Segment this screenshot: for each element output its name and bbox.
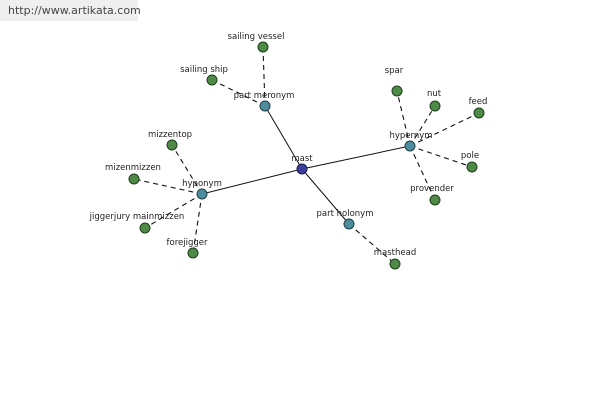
label-feed: feed	[469, 97, 488, 107]
leaf-nodes	[128, 41, 485, 270]
edge-hyponym-jiggerjury-mainmizzen	[144, 193, 203, 229]
label-nut: nut	[427, 89, 442, 99]
node-mast[interactable]	[296, 163, 308, 175]
label-mizzentop: mizzentop	[148, 130, 192, 140]
node-pole[interactable]	[466, 161, 478, 173]
node-hyponym[interactable]	[196, 188, 208, 200]
label-sailing-ship: sailing ship	[180, 65, 228, 75]
label-forejigger: forejigger	[167, 238, 208, 248]
dashed-edges	[133, 46, 480, 265]
edge-hypernym-spar	[396, 90, 411, 147]
node-part-meronym[interactable]	[259, 100, 271, 112]
label-sailing-vessel: sailing vessel	[228, 32, 285, 42]
label-provender: provender	[410, 184, 454, 194]
edge-mast-part-meronym	[264, 105, 303, 170]
label-masthead: masthead	[374, 248, 416, 258]
edge-part-meronym-sailing-vessel	[262, 46, 266, 107]
label-hypernym: hypernym	[389, 131, 432, 141]
node-feed[interactable]	[473, 107, 485, 119]
edge-hyponym-mizzentop	[171, 144, 203, 195]
node-part-holonym[interactable]	[343, 218, 355, 230]
node-sailing-vessel[interactable]	[257, 41, 269, 53]
label-part-meronym: part meronym	[234, 91, 295, 101]
node-nut[interactable]	[429, 100, 441, 112]
label-part-holonym: part holonym	[317, 209, 374, 219]
label-hyponym: hyponym	[182, 179, 222, 189]
edge-part-meronym-sailing-ship	[211, 79, 266, 107]
edge-hyponym-mizenmizzen	[133, 178, 203, 195]
edge-hypernym-feed	[409, 112, 480, 147]
node-provender[interactable]	[429, 194, 441, 206]
label-mizenmizzen: mizenmizzen	[105, 163, 161, 173]
edge-hypernym-pole	[409, 145, 473, 168]
node-mizzentop[interactable]	[166, 139, 178, 151]
node-sailing-ship[interactable]	[206, 74, 218, 86]
url-watermark: http://www.artikata.com	[0, 0, 141, 21]
node-spar[interactable]	[391, 85, 403, 97]
edge-hypernym-nut	[409, 105, 436, 147]
node-forejigger[interactable]	[187, 247, 199, 259]
relation-nodes	[196, 100, 416, 230]
node-labels: mast part meronym hypernym hyponym part …	[89, 32, 488, 258]
edge-hyponym-forejigger	[192, 193, 203, 254]
label-pole: pole	[461, 151, 479, 161]
solid-edges	[201, 105, 411, 225]
label-spar: spar	[385, 66, 404, 76]
label-mast: mast	[291, 154, 313, 164]
node-masthead[interactable]	[389, 258, 401, 270]
node-hypernym[interactable]	[404, 140, 416, 152]
node-mizenmizzen[interactable]	[128, 173, 140, 185]
edge-mast-hypernym	[301, 145, 411, 170]
label-jiggerjury-mainmizzen: jiggerjury mainmizzen	[89, 212, 185, 222]
edge-part-holonym-masthead	[348, 223, 396, 265]
node-jiggerjury-mainmizzen[interactable]	[139, 222, 151, 234]
edge-mast-part-holonym	[301, 168, 350, 225]
edge-hypernym-provender	[409, 145, 436, 201]
edge-mast-hyponym	[201, 168, 303, 195]
